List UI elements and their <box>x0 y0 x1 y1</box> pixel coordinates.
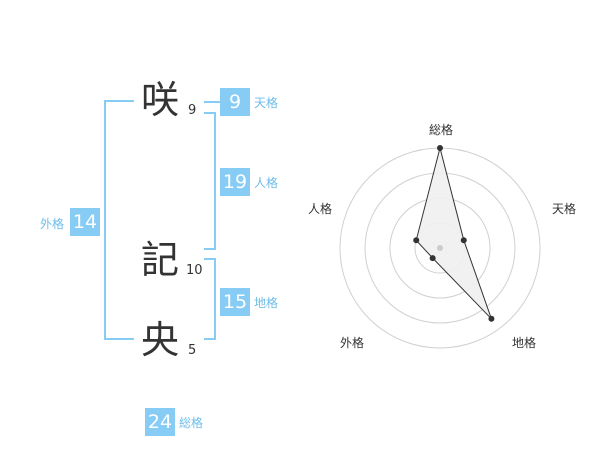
name-char-1: 咲 <box>140 78 179 122</box>
gaikaku-label: 外格 <box>40 217 65 231</box>
chikaku-bracket-top <box>204 258 216 260</box>
tenkaku-value-badge: 9 <box>220 88 250 116</box>
stroke-count-3: 5 <box>188 343 197 358</box>
soukaku-value-badge: 24 <box>145 408 175 436</box>
radar-point-1 <box>460 237 467 244</box>
radar-polygon <box>415 147 492 320</box>
radar-center-dot <box>437 245 443 251</box>
jinkaku-bracket-bottom <box>204 248 216 250</box>
gaikaku-bracket-bottom <box>104 338 134 340</box>
chikaku-bracket-bottom <box>204 338 216 340</box>
name-char-2: 記 <box>140 238 179 282</box>
jinkaku-label: 人格 <box>254 176 279 190</box>
radar-point-3 <box>429 255 436 262</box>
tenkaku-label: 天格 <box>254 96 279 110</box>
jinkaku-bracket-vertical <box>214 112 216 250</box>
radar-axis-label-chikaku: 地格 <box>511 336 536 350</box>
chikaku-bracket-vertical <box>214 258 216 340</box>
chikaku-value-badge: 15 <box>220 288 250 316</box>
jinkaku-value-badge: 19 <box>220 168 250 196</box>
jinkaku-bracket-top <box>204 112 216 114</box>
radar-axis-label-soukaku: 総格 <box>428 123 453 137</box>
soukaku-label: 総格 <box>179 416 204 430</box>
name-char-3: 央 <box>140 318 179 362</box>
stroke-count-1: 9 <box>188 103 197 118</box>
gaikaku-bracket-top <box>104 100 134 102</box>
radar-axis-label-gaikaku: 外格 <box>339 336 364 350</box>
radar-point-2 <box>488 315 495 322</box>
gaikaku-value-badge: 14 <box>70 208 100 236</box>
stroke-count-2: 10 <box>186 263 203 278</box>
radar-axis-label-jinkaku: 人格 <box>307 202 332 216</box>
gaikaku-bracket-vertical <box>104 100 106 340</box>
radar-axis-label-tenkaku: 天格 <box>551 202 576 216</box>
chikaku-label: 地格 <box>254 296 279 310</box>
radar-points <box>413 145 495 322</box>
tenkaku-connector <box>204 101 220 103</box>
radar-point-4 <box>413 237 420 244</box>
radar-point-0 <box>437 145 443 151</box>
